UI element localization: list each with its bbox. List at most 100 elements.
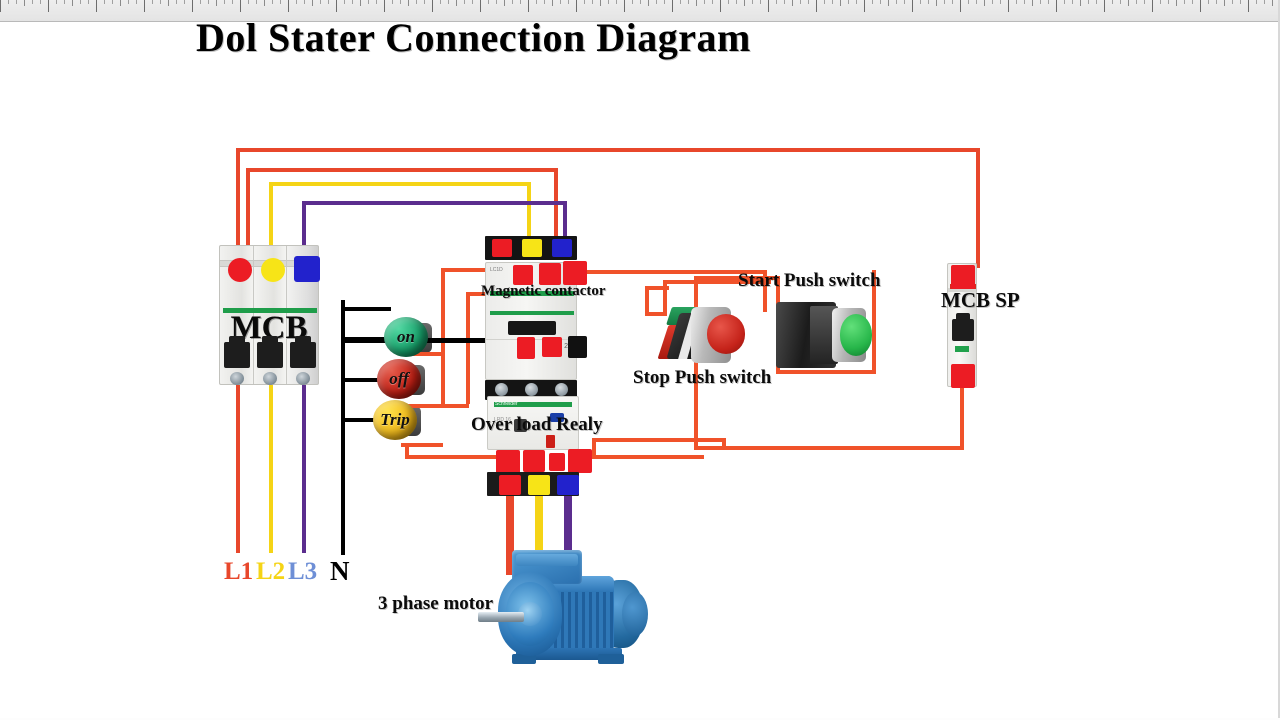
wire-supply-l2 (269, 385, 273, 553)
wire-stop-rail-top (663, 280, 771, 284)
motor-foot-left (512, 654, 536, 664)
contactor-aux-terminal-4 (517, 337, 535, 359)
wire-start-top-rail (694, 276, 776, 280)
wire-start-bottom-rail (776, 370, 876, 374)
wire-l1-branch-top (246, 168, 558, 172)
wire-lamp-trip-out (401, 443, 443, 447)
wire-stop-to-start-riser (694, 276, 698, 320)
olr-setting-dial[interactable] (514, 419, 527, 432)
contactor-terminal-l1 (492, 239, 512, 257)
wire-l2-riser (269, 182, 273, 264)
wire-stop-in (645, 312, 667, 316)
wire-l3-riser (302, 201, 306, 263)
wire-stop-return-riser (694, 320, 698, 450)
lamp-off-label: off (389, 369, 409, 388)
motor-terminal-u (499, 475, 521, 495)
olr-output-terminal-1 (496, 450, 520, 474)
olr-reset-button[interactable] (550, 413, 564, 422)
wire-start-right-riser (872, 270, 876, 374)
mcbsp-toggle[interactable] (952, 313, 974, 341)
wire-l1-drop-contactor (554, 168, 558, 244)
contactor-screw-1 (495, 383, 508, 396)
wire-start-left-drop (776, 276, 780, 316)
wire-supply-l1 (236, 385, 240, 553)
mcb-toggle-1[interactable] (224, 336, 250, 368)
contactor-brand-mark: LC1D (490, 267, 503, 273)
wire-l1-top-rail (236, 148, 980, 152)
mcbsp-bottom-terminal (951, 364, 975, 388)
wire-lamp-on-out (409, 352, 443, 356)
stop-push-switch-label: Stop Push switch (633, 367, 772, 388)
wire-mcbsp-bottom-drop (960, 386, 964, 450)
top-ruler (0, 0, 1280, 22)
mcb-screw-1 (230, 372, 244, 385)
mcbsp-band (948, 288, 976, 292)
motor-terminal-box-lid (516, 554, 578, 566)
wire-supply-l3 (302, 385, 306, 553)
contactor-terminal-l3 (552, 239, 572, 257)
mcb-screw-3 (296, 372, 310, 385)
start-switch-cap[interactable] (840, 314, 872, 356)
overload-relay-label: Over load Realy (471, 414, 603, 435)
mcb-toggle-3[interactable] (290, 336, 316, 368)
motor-fan-cover (622, 592, 648, 636)
wire-stop-left-drop (663, 280, 667, 316)
page-title: Dol Stater Connection Diagram (196, 15, 751, 60)
wire-olr-right-rail (592, 455, 704, 459)
wire-motor-u (506, 495, 514, 575)
lamp-lens (384, 317, 428, 357)
wire-stop-in-top (645, 286, 669, 290)
ruler-ticks (0, 0, 1280, 21)
start-push-switch[interactable] (776, 302, 876, 368)
wire-neutral-trunk (341, 300, 345, 555)
olr-rating-text: LRD 16 (494, 417, 511, 423)
olr-output-terminal-4 (568, 449, 592, 473)
contactor-green-band (490, 291, 574, 296)
wire-to-stop-top (763, 270, 767, 312)
phase-label-n: N (330, 556, 350, 586)
wire-l2-rail (269, 182, 531, 186)
motor-shaft (478, 612, 524, 622)
stop-switch-cap[interactable] (707, 314, 745, 354)
lamp-lens (377, 359, 421, 399)
stop-push-switch[interactable] (657, 305, 745, 367)
wire-neutral-branch-off (341, 378, 385, 382)
mcb-green-band (223, 308, 317, 313)
contactor-terminal-l2 (522, 239, 542, 257)
wire-olr-left-rail (405, 455, 501, 459)
wire-coil-neutral (343, 338, 575, 343)
motor-terminal-v (528, 475, 550, 495)
contactor-aux-terminal-5 (542, 337, 562, 357)
wire-ctrl-to-aux1 (441, 268, 519, 272)
indicator-lamp-on: on (384, 317, 432, 359)
motor-label: 3 phase motor (378, 593, 494, 614)
mcb-sp-label: MCB SP (941, 288, 1020, 312)
wire-neutral-branch-on (341, 307, 391, 311)
lamp-lens (373, 400, 417, 440)
olr-test-button[interactable] (546, 435, 555, 448)
contactor-bottom-terminal-block (485, 380, 577, 400)
mcb-pole-divider (253, 246, 254, 384)
contactor-marking: 2 (564, 343, 568, 350)
contactor-label: Magnetic contactor (481, 283, 606, 299)
lamp-trip-label: Trip (380, 410, 410, 429)
mcb-screw-2 (263, 372, 277, 385)
wire-l3-rail (302, 201, 567, 205)
phase-label-l2: L2 (256, 558, 286, 585)
indicator-lamp-off: off (377, 359, 425, 401)
contactor-aux-terminal-1 (513, 265, 533, 285)
page-right-edge (1278, 0, 1280, 720)
wire-aux3-right (587, 270, 767, 274)
wire-l2-drop-contactor (527, 182, 531, 244)
phase-label-l3: L3 (288, 558, 318, 585)
wire-mcbsp-return-rail (694, 446, 964, 450)
wire-l1-riser-a (236, 148, 240, 262)
olr-output-terminal-2 (523, 450, 545, 472)
mcb-toggle-2[interactable] (257, 336, 283, 368)
contactor-aux-terminal-2 (539, 263, 561, 285)
wire-neutral-branch-trip (341, 418, 381, 422)
wire-ctrl-vert-b (466, 292, 470, 404)
motor-terminal-w (557, 475, 579, 495)
overload-relay[interactable]: Schneider LRD 16 (487, 396, 579, 450)
wire-lamp-off-out (405, 404, 469, 408)
